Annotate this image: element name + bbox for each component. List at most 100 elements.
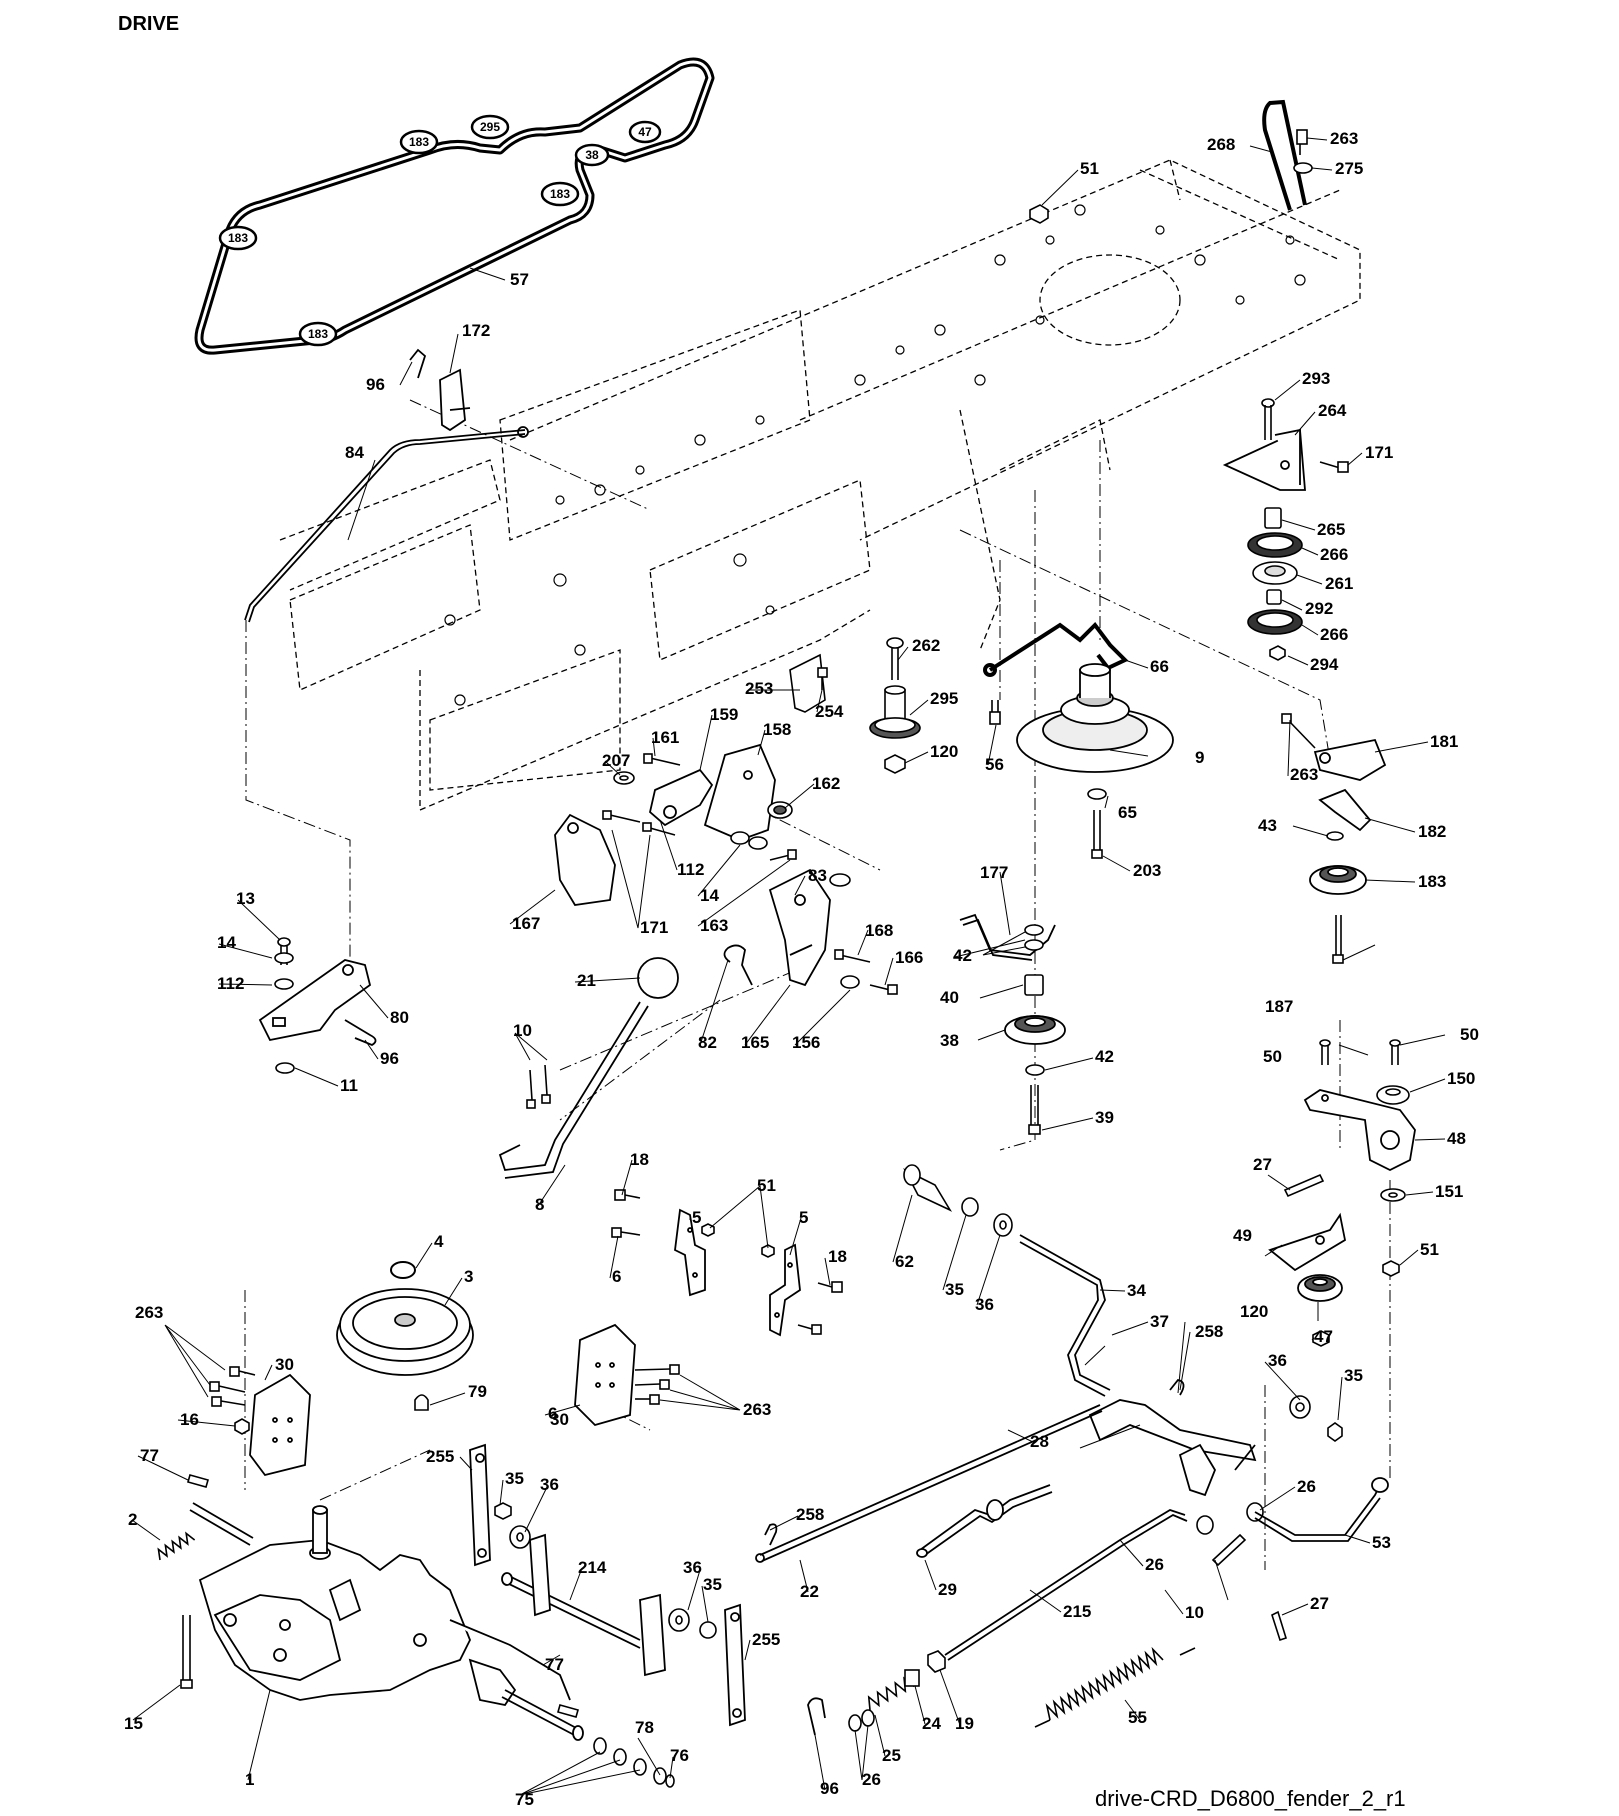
- belt-pulley-183-d: 183: [298, 321, 338, 347]
- drawing-id: drive-CRD_D6800_fender_2_r1: [1095, 1786, 1406, 1811]
- callout: 49: [1233, 1226, 1252, 1245]
- belt-pulley-38: 38: [574, 143, 610, 167]
- callout: 214: [578, 1558, 607, 1577]
- callout: 51: [1420, 1240, 1439, 1259]
- part-293-bolt: [1261, 398, 1275, 440]
- callout: 15: [124, 1714, 143, 1733]
- part-181-bracket: [1313, 738, 1387, 781]
- belt-pulley-183-a: 183: [399, 129, 439, 155]
- callout: 3: [464, 1267, 473, 1286]
- part-182-bracket: [1318, 788, 1372, 832]
- callout: 51: [757, 1176, 776, 1195]
- part-177-bracket: [959, 913, 1056, 961]
- callout-leaders: [131, 137, 1446, 1796]
- callout: 112: [217, 974, 244, 993]
- callout: 167: [512, 914, 540, 933]
- part-6-bolts: [611, 1227, 822, 1335]
- part-112-14-washers: [730, 831, 768, 850]
- callout: 75: [515, 1790, 534, 1809]
- part-53-rod: [1254, 1477, 1389, 1542]
- callout: 8: [535, 1195, 544, 1214]
- part-43-washer: [1326, 831, 1344, 841]
- part-55-spring: [1034, 1646, 1196, 1728]
- frame-holes: [444, 204, 1306, 706]
- callout: 266: [1320, 545, 1348, 564]
- pulley-label-183-b: 183: [550, 187, 570, 201]
- callout: 24: [922, 1714, 941, 1733]
- callout: 19: [955, 1714, 974, 1733]
- part-167-bracket: [554, 813, 616, 906]
- callout: 156: [792, 1033, 820, 1052]
- callout: 84: [345, 443, 364, 462]
- callout: 80: [390, 1008, 409, 1027]
- callout: 263: [135, 1303, 163, 1322]
- callout: 187: [1265, 997, 1293, 1016]
- part-39-bolt: [1028, 1085, 1041, 1135]
- part-56-bolt: [989, 700, 1001, 725]
- part-15-bolt: [180, 1615, 193, 1689]
- callout: 40: [940, 988, 959, 1007]
- callout: 294: [1310, 655, 1339, 674]
- callout: 166: [895, 948, 923, 967]
- callout: 30: [275, 1355, 294, 1374]
- part-65-washer: [1087, 788, 1107, 800]
- part-161-bolt: [643, 753, 681, 766]
- callout: 295: [930, 689, 958, 708]
- part-38-pulley: [1004, 1015, 1066, 1045]
- part-49-bracket: [1268, 1212, 1347, 1272]
- part-51-nut: [1029, 204, 1049, 224]
- callout: 163: [700, 916, 728, 935]
- part-28-pedal-arm: [1088, 1399, 1257, 1497]
- part-96-pin-bottom: [807, 1697, 826, 1736]
- callout: 42: [1095, 1047, 1114, 1066]
- part-82-clip: [723, 944, 753, 986]
- callout: 50: [1263, 1047, 1282, 1066]
- part-24-collar: [904, 1669, 920, 1687]
- callout: 56: [985, 755, 1004, 774]
- part-156-washer: [840, 975, 860, 989]
- part-158-plate: [703, 743, 776, 841]
- callout: 29: [938, 1580, 957, 1599]
- callout: 35: [1344, 1366, 1363, 1385]
- callout: 36: [683, 1558, 702, 1577]
- pulley-label-47: 47: [638, 125, 652, 139]
- callout: 78: [635, 1718, 654, 1737]
- part-25-spring: [867, 1676, 915, 1711]
- callout: 266: [1320, 625, 1348, 644]
- part-151-washer: [1380, 1188, 1406, 1202]
- part-120-nut-right: [1312, 1330, 1330, 1347]
- pulley-label-295: 295: [480, 120, 500, 134]
- part-79-key: [414, 1394, 429, 1411]
- part-4-clip: [390, 1261, 416, 1279]
- callout: 158: [763, 720, 791, 739]
- part-168-bolt: [834, 949, 871, 963]
- part-203-bolt: [1091, 810, 1103, 859]
- dash-dot-leaders: [244, 399, 1391, 1570]
- callout: 62: [895, 1252, 914, 1271]
- part-27-pin-upper: [1283, 1173, 1325, 1198]
- callout: 27: [1310, 1594, 1329, 1613]
- callout: 207: [602, 751, 630, 770]
- callout: 253: [745, 679, 773, 698]
- callout: 165: [741, 1033, 769, 1052]
- part-66-spring: [983, 621, 1129, 677]
- part-3-pulley: [336, 1288, 474, 1376]
- part-295-pulley: [869, 685, 921, 739]
- part-35-36-washers-mid: [494, 1502, 717, 1639]
- part-262-bolt: [886, 637, 904, 680]
- callout: 26: [1297, 1477, 1316, 1496]
- part-275-washer: [1293, 162, 1313, 174]
- callout: 268: [1207, 135, 1235, 154]
- part-172-bracket: [439, 368, 471, 432]
- part-62-spacer: [903, 1164, 953, 1212]
- part-48-bracket: [1303, 1089, 1416, 1172]
- part-16-nut: [234, 1418, 250, 1435]
- callout: 77: [545, 1655, 564, 1674]
- belt-pulley-183-b: 183: [540, 181, 580, 207]
- part-266-pulley-b: [1247, 609, 1303, 635]
- callout: 96: [366, 375, 385, 394]
- part-35-36-washers: [961, 1197, 1013, 1237]
- callout: 255: [426, 1447, 454, 1466]
- part-263-bolts-left: [209, 1366, 256, 1407]
